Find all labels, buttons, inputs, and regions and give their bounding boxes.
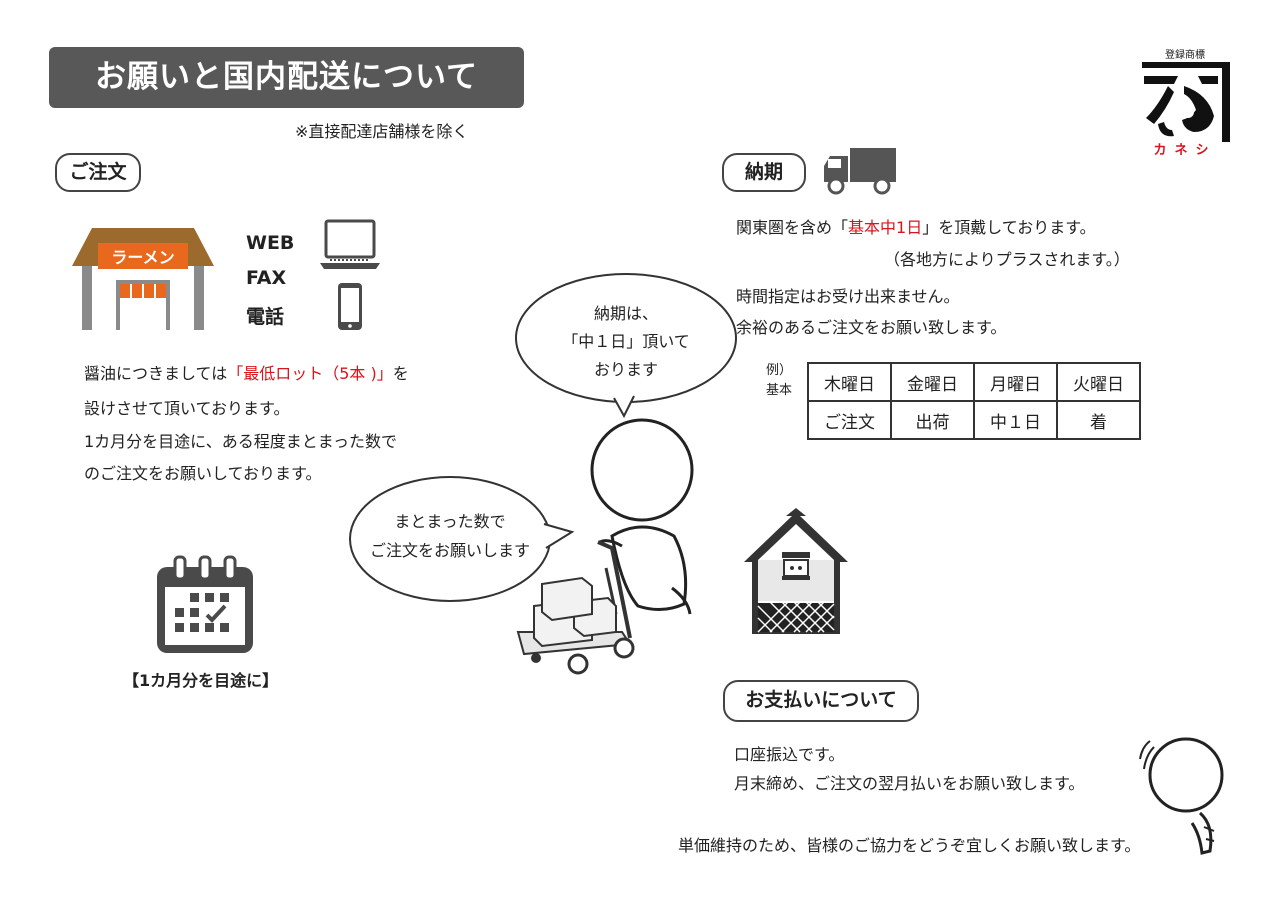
schedule-row-days: 木曜日 金曜日 月曜日 火曜日 [807, 362, 1141, 402]
schedule-table: 木曜日 金曜日 月曜日 火曜日 ご注文 出荷 中１日 着 [807, 362, 1141, 440]
delivery-truck-icon [822, 146, 898, 196]
payment-line-2: 月末締め、ご注文の翌月払いをお願い致します。 [734, 774, 1085, 793]
day-cell: 月曜日 [973, 362, 1058, 402]
delivery-person-illustration [512, 418, 718, 678]
order-line-2: 設けさせて頂いております。 [84, 399, 290, 418]
calendar-caption: 【1カ月分を目途に】 [123, 671, 279, 690]
method-fax: FAX [246, 267, 287, 289]
page-title: お願いと国内配送について [49, 47, 524, 108]
logo-bottom-text: カネシ [1153, 143, 1216, 158]
bubble-left-line-1: まとまった数で [394, 512, 506, 531]
shop-sign-text: ラーメン [111, 248, 174, 267]
minimum-lot-highlight: 「最低ロット（5本 )」 [227, 364, 393, 383]
method-web: WEB [246, 232, 295, 254]
example-label: 例） 基本 [766, 363, 793, 398]
subnote: ※直接配達店舗様を除く [295, 122, 469, 141]
laptop-icon [318, 217, 382, 273]
delivery-heading: 納期 [722, 153, 806, 192]
kaneshi-logo: 登録商標 カネシ [1138, 46, 1233, 158]
closing-note: 単価維持のため、皆様のご協力をどうぞ宜しくお願い致します。 [678, 836, 1141, 855]
method-phone: 電話 [246, 306, 285, 328]
order-line-1: 醤油につきましては「最低ロット（5本 )」を [84, 364, 409, 383]
storehouse-icon [740, 506, 852, 636]
payment-heading: お支払いについて [723, 680, 919, 722]
delivery-line-4: 余裕のあるご注文をお願い致します。 [736, 318, 1007, 337]
speech-bubble-left [346, 472, 576, 606]
order-heading: ご注文 [55, 153, 141, 192]
bowing-person-illustration [1134, 735, 1230, 857]
base-lead-time-highlight: 基本中1日 [848, 218, 923, 237]
day-cell: 火曜日 [1056, 362, 1141, 402]
bubble-top-line-3: おります [593, 360, 658, 379]
bubble-top-line-1: 納期は、 [593, 304, 658, 323]
event-cell: 着 [1056, 400, 1141, 440]
event-cell: ご注文 [807, 400, 892, 440]
bubble-left-line-2: ご注文をお願いします [369, 541, 530, 560]
bubble-top-line-2: 「中１日」頂いて [562, 332, 690, 351]
delivery-line-2: （各地方によりプラスされます。） [884, 250, 1130, 269]
logo-top-text: 登録商標 [1165, 48, 1205, 61]
order-line-3: 1カ月分を目途に、ある程度まとまった数で [84, 432, 398, 451]
speech-bubble-top [512, 270, 748, 420]
day-cell: 木曜日 [807, 362, 892, 402]
schedule-row-events: ご注文 出荷 中１日 着 [807, 400, 1141, 440]
event-cell: 中１日 [973, 400, 1058, 440]
calendar-check-icon [155, 555, 255, 655]
event-cell: 出荷 [890, 400, 975, 440]
order-line-4: のご注文をお願いしております。 [84, 464, 322, 483]
smartphone-icon [336, 282, 364, 332]
delivery-line-1: 関東圏を含め「基本中1日」を頂戴しております。 [736, 218, 1096, 237]
delivery-line-3: 時間指定はお受け出来ません。 [736, 287, 960, 306]
ramen-shop-icon: ラーメン [70, 222, 216, 330]
day-cell: 金曜日 [890, 362, 975, 402]
payment-line-1: 口座振込です。 [734, 745, 845, 764]
